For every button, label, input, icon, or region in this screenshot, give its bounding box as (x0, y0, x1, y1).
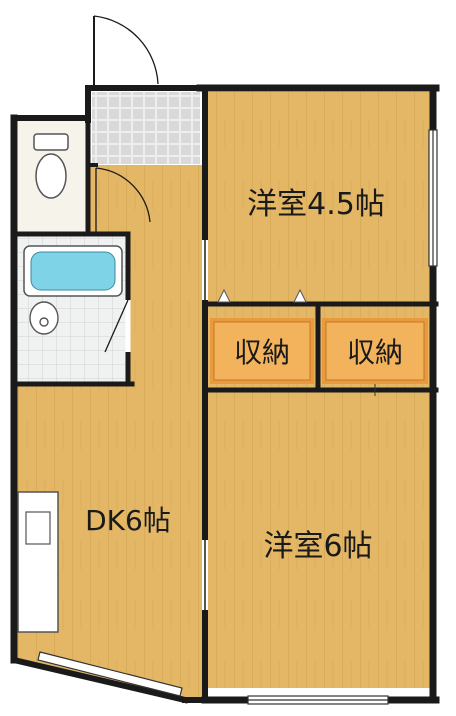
walls (10, 84, 440, 704)
entrance-tile (92, 92, 200, 164)
washbasin-icon (29, 301, 59, 335)
room-label-dining-kitchen: DK6帖 (85, 504, 171, 537)
storage-label-right: 収納 (347, 336, 403, 369)
storage-door-marks (217, 288, 376, 396)
storage-label-left: 収納 (234, 336, 290, 369)
storage-left (210, 318, 314, 384)
doors (93, 15, 208, 610)
kitchen-sink-icon (17, 491, 59, 633)
floor-western-small (205, 92, 431, 302)
room-label-western-small: 洋室4.5帖 (247, 187, 385, 222)
floor-dining-kitchen (14, 385, 205, 700)
floor-western-large (205, 392, 431, 688)
bathtub-icon (23, 245, 123, 297)
room-label-western-large: 洋室6帖 (263, 529, 372, 564)
toilet-icon (33, 133, 69, 199)
storage-right (322, 318, 428, 384)
windows (37, 129, 438, 705)
